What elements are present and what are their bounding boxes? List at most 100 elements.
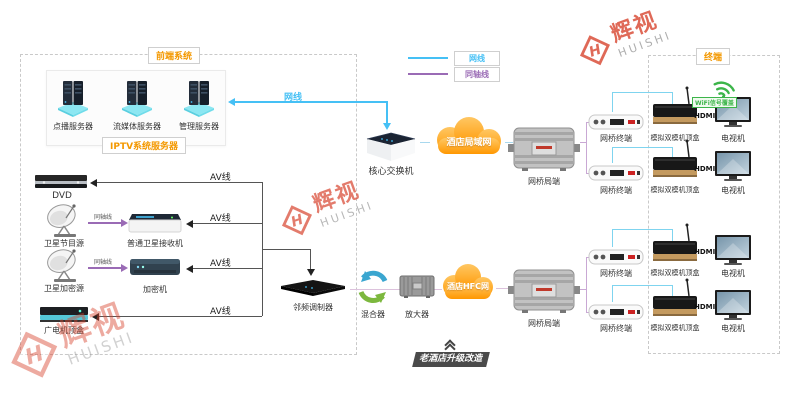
tv-label: 电视机 bbox=[721, 269, 745, 278]
svg-text:H: H bbox=[587, 41, 604, 60]
av-label-3: AV线 bbox=[210, 259, 231, 269]
av-connector-v bbox=[310, 249, 311, 269]
bridge2-to-t4 bbox=[586, 312, 590, 313]
dual-mode-stb-icon bbox=[653, 278, 697, 316]
bridge-terminal-icon bbox=[588, 304, 644, 320]
bridge-terminal-label: 网桥终端 bbox=[600, 269, 632, 278]
coax-line-2 bbox=[88, 267, 122, 269]
sat-encrypt-label: 卫星加密源 bbox=[44, 284, 84, 293]
tv-label: 电视机 bbox=[721, 134, 745, 143]
huishi-logo-icon: H bbox=[579, 34, 610, 65]
av-line-dvd bbox=[97, 182, 262, 183]
av-arrow-catv bbox=[92, 313, 99, 321]
iptv-group-label: IPTV系统服务器 bbox=[102, 137, 187, 154]
management-server-label: 管理服务器 bbox=[179, 122, 219, 131]
bridge-head-icon bbox=[508, 269, 580, 313]
vod-server-icon bbox=[58, 81, 88, 117]
tv-label: 电视机 bbox=[721, 186, 745, 195]
modulator-icon bbox=[281, 280, 345, 296]
bridge2-to-t3 bbox=[586, 257, 590, 258]
coax-arrow-1 bbox=[121, 219, 128, 227]
frontend-section-label: 前端系统 bbox=[148, 47, 201, 64]
dual-mode-stb-icon bbox=[653, 139, 697, 177]
modulator-label: 邻频调制器 bbox=[293, 303, 333, 312]
av-connector-h bbox=[262, 249, 310, 250]
legend-net-label: 网线 bbox=[454, 51, 500, 66]
bridge-terminal-label: 网桥终端 bbox=[600, 186, 632, 195]
t2-down-line bbox=[672, 147, 673, 157]
bridge2-branch bbox=[586, 257, 587, 312]
dual-mode-stb-icon bbox=[653, 223, 697, 261]
sat-receiver-icon bbox=[128, 214, 182, 233]
vod-server-label: 点播服务器 bbox=[53, 122, 93, 131]
av-line-receiver bbox=[193, 223, 262, 224]
t2-over-line bbox=[612, 147, 672, 148]
t3-down-line bbox=[672, 229, 673, 241]
coax-line-1 bbox=[88, 222, 122, 224]
dual-mode-stb-icon bbox=[653, 86, 697, 124]
bridge-head-label: 网桥局端 bbox=[528, 319, 560, 328]
mixer-icon bbox=[358, 270, 388, 303]
upgrade-badge: 老酒店升级改造 bbox=[412, 352, 490, 367]
hdmi-label-2: HDMI线 bbox=[694, 165, 723, 173]
dual-mode-stb-label: 模拟双模机顶盒 bbox=[650, 269, 700, 277]
dual-mode-stb-label: 模拟双模机顶盒 bbox=[650, 324, 700, 332]
hdmi-label-4: HDMI线 bbox=[694, 303, 723, 311]
satellite-dish-icon bbox=[47, 204, 76, 237]
terminal-section-label: 终端 bbox=[696, 48, 731, 65]
hfc-to-bridge-line bbox=[496, 288, 510, 289]
av-label-1: AV线 bbox=[210, 173, 231, 183]
coax-label-1: 同轴线 bbox=[94, 214, 113, 221]
amplifier-icon bbox=[399, 275, 435, 298]
sat-receiver-label: 普通卫星接收机 bbox=[127, 239, 183, 248]
lan-cloud-label: 酒店局域网 bbox=[446, 138, 492, 148]
t1-over-line bbox=[612, 92, 672, 93]
amplifier-label: 放大器 bbox=[405, 310, 429, 319]
streaming-server-icon bbox=[122, 81, 152, 117]
av-arrow-encryptor bbox=[186, 265, 193, 273]
av-line-encryptor bbox=[193, 268, 262, 269]
management-server-icon bbox=[184, 81, 214, 117]
wifi-icon bbox=[713, 81, 735, 99]
bridge-terminal-label: 网桥终端 bbox=[600, 134, 632, 143]
bridge-terminal-icon bbox=[588, 165, 644, 181]
t3-over-line bbox=[612, 229, 672, 230]
bridge-terminal-icon bbox=[588, 114, 644, 130]
bridge-terminal-icon bbox=[588, 249, 644, 265]
tv-icon bbox=[715, 290, 751, 320]
bridge1-to-t1 bbox=[586, 122, 590, 123]
lan-to-bridge-line bbox=[505, 142, 513, 143]
legend-net-line bbox=[408, 57, 448, 59]
dvd-player-icon bbox=[35, 175, 87, 188]
dvd-label: DVD bbox=[52, 191, 72, 201]
tv-icon bbox=[715, 235, 751, 265]
hdmi-label-3: HDMI线 bbox=[694, 248, 723, 256]
t3-up-line bbox=[612, 229, 613, 247]
encryptor-label: 加密机 bbox=[143, 285, 167, 294]
net-line-horizontal bbox=[235, 101, 387, 103]
sat-program-label: 卫星节目源 bbox=[44, 239, 84, 248]
catv-stb-label: 广电机顶盒 bbox=[44, 326, 84, 335]
bridge-head-label: 网桥局端 bbox=[528, 177, 560, 186]
t4-over-line bbox=[612, 285, 672, 286]
hfc-cloud-label: 酒店HFC网 bbox=[446, 282, 490, 291]
av-line-catv bbox=[99, 316, 262, 317]
rf-chain-line bbox=[350, 289, 442, 290]
net-arrow-left bbox=[228, 98, 235, 106]
t1-down-line bbox=[672, 92, 673, 104]
av-label-2: AV线 bbox=[210, 214, 231, 224]
t4-up-line bbox=[612, 285, 613, 302]
bridge1-to-t2 bbox=[586, 173, 590, 174]
streaming-server-label: 流媒体服务器 bbox=[113, 122, 161, 131]
t1-up-line bbox=[612, 92, 613, 112]
bridge-head-icon bbox=[508, 127, 580, 171]
coax-label-2: 同轴线 bbox=[94, 259, 113, 266]
wifi-coverage-badge: WiFi信号覆盖 bbox=[692, 97, 737, 108]
av-label-4: AV线 bbox=[210, 307, 231, 317]
bridge1-stub bbox=[580, 142, 586, 143]
dual-mode-stb-label: 模拟双模机顶盒 bbox=[650, 186, 700, 194]
switch-to-lan-line bbox=[420, 142, 430, 143]
hfc-cloud-icon bbox=[443, 264, 493, 299]
catv-stb-icon bbox=[40, 307, 88, 322]
